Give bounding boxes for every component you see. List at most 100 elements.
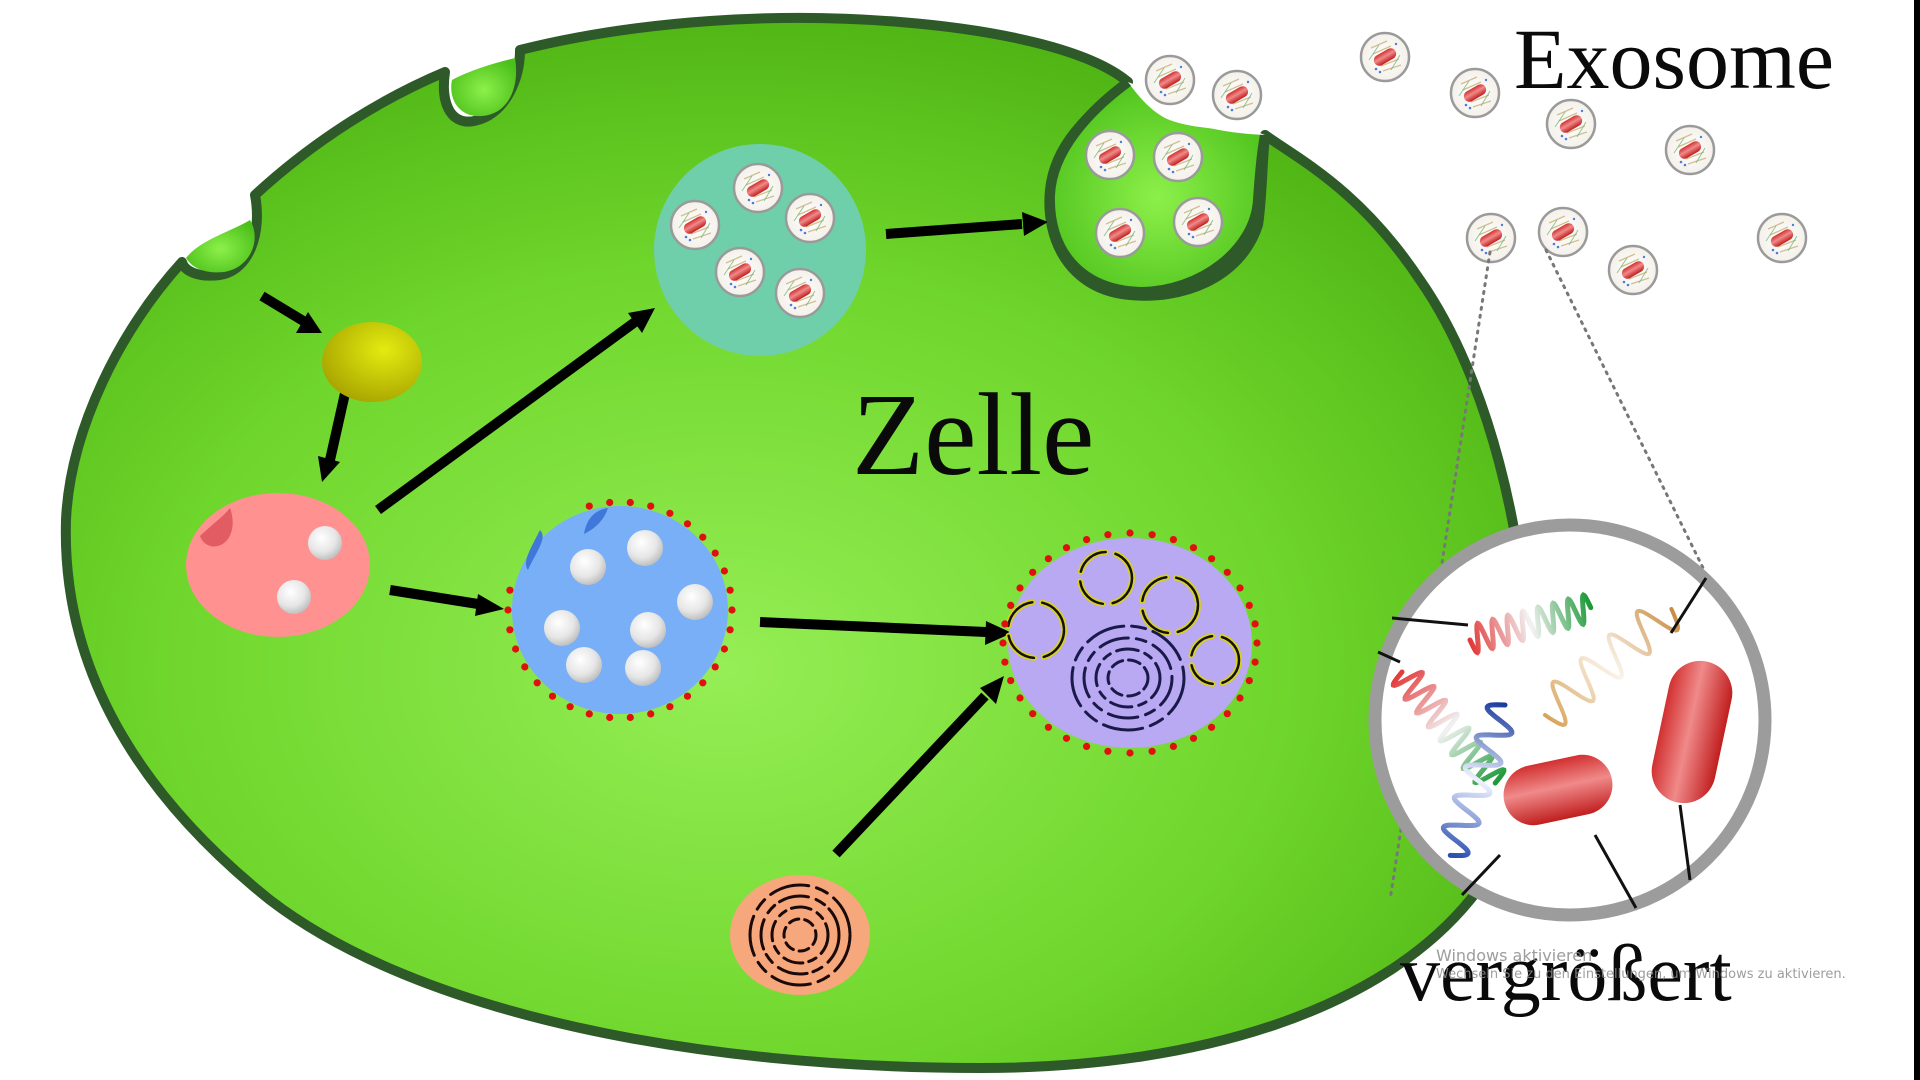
- autophagosome: [730, 875, 870, 995]
- lysosome-vesicle: [1005, 599, 1067, 661]
- protein-capsule: [1503, 660, 1733, 826]
- surface-dot: [683, 692, 692, 700]
- surface-dot: [1044, 723, 1052, 731]
- surface-dot: [1062, 544, 1071, 552]
- surface-dot: [1169, 742, 1177, 751]
- exosome: [1607, 244, 1659, 296]
- lysosome-vesicle: [1188, 633, 1242, 687]
- surface-dot: [726, 586, 734, 594]
- surface-dot: [1083, 742, 1091, 751]
- exosome: [1449, 67, 1501, 119]
- cell-label: Zelle: [852, 369, 1094, 500]
- surface-dot: [1236, 584, 1244, 592]
- surface-dot: [1001, 620, 1009, 628]
- surface-dot: [1236, 694, 1244, 702]
- arrow-autophagosome-to-lysosome: [832, 676, 1004, 858]
- surface-dot: [1007, 601, 1015, 610]
- surface-dot: [1016, 584, 1024, 592]
- surface-dot: [548, 692, 557, 700]
- surface-dot: [999, 639, 1007, 647]
- surface-dot: [606, 498, 614, 507]
- helix: [1543, 606, 1681, 727]
- late-endosome: [504, 498, 736, 722]
- surface-dot: [506, 626, 514, 634]
- surface-dot: [711, 549, 719, 557]
- early-vesicle: [322, 322, 422, 402]
- surface-dot: [1001, 658, 1009, 666]
- lysosome: [999, 529, 1261, 757]
- lysosome-membrane-whorl: [1070, 624, 1186, 732]
- screen-edge-bar: [1914, 0, 1920, 1080]
- surface-dot: [1169, 536, 1177, 544]
- surface-dot: [1126, 749, 1134, 757]
- surface-dot: [1245, 677, 1253, 685]
- exosome: [1359, 31, 1411, 83]
- endocytic-pit: [451, 58, 517, 117]
- arrow-pit-to-vesicle: [259, 291, 322, 333]
- surface-dot: [1007, 677, 1015, 685]
- surface-dot: [566, 703, 574, 711]
- surface-dot: [720, 645, 729, 653]
- lysosome-vesicle: [1139, 574, 1201, 636]
- exosome-label: Exosome: [1514, 11, 1834, 107]
- surface-dot: [1104, 747, 1112, 755]
- surface-protein-dots: [504, 498, 736, 722]
- surface-dot: [683, 520, 692, 528]
- surface-dot: [585, 710, 593, 718]
- surface-dot: [1245, 601, 1253, 610]
- lysosome-vesicle: [1077, 549, 1135, 607]
- surface-dot: [666, 509, 674, 517]
- multivesicular-body: [654, 144, 866, 356]
- surface-dot: [504, 606, 512, 614]
- surface-dot: [1189, 544, 1198, 552]
- surface-dot: [711, 663, 719, 671]
- surface-dot: [511, 645, 520, 653]
- surface-protein-dots: [999, 529, 1261, 757]
- surface-dot: [1083, 536, 1091, 544]
- nucleic-acid-helices: [1390, 592, 1681, 859]
- surface-dot: [647, 502, 655, 510]
- surface-dot: [1208, 555, 1216, 563]
- surface-dot: [1148, 747, 1156, 755]
- surface-dot: [647, 710, 655, 718]
- surface-dot: [1223, 710, 1231, 718]
- surface-dot: [1251, 620, 1259, 628]
- surface-dot: [1062, 734, 1071, 742]
- surface-dot: [720, 567, 729, 575]
- surface-dot: [1148, 531, 1156, 539]
- arrow-endosome-to-late-endosome: [389, 585, 504, 616]
- early-endosome: [186, 493, 370, 637]
- surface-dot: [1251, 658, 1259, 666]
- exosome: [1211, 69, 1263, 121]
- arrow-late-endosome-to-lysosome: [759, 617, 1012, 645]
- arrow-mvb-to-pocket: [885, 212, 1048, 239]
- surface-dot: [626, 713, 634, 722]
- surface-dot: [699, 679, 707, 687]
- surface-dot: [728, 606, 736, 614]
- surface-dot: [1029, 710, 1037, 718]
- surface-dot: [521, 663, 529, 671]
- surface-dot: [533, 679, 541, 687]
- surface-dot: [1029, 568, 1037, 576]
- surface-dot: [1189, 734, 1198, 742]
- surface-dot: [1126, 529, 1134, 537]
- exosome: [1756, 212, 1808, 264]
- surface-dot: [1208, 723, 1216, 731]
- helix: [1390, 669, 1507, 786]
- callout-lines: [1377, 577, 1708, 909]
- surface-dot: [606, 713, 614, 722]
- surface-dot: [626, 498, 634, 507]
- surface-dot: [699, 533, 707, 541]
- surface-dot: [726, 626, 734, 634]
- surface-dot: [1253, 639, 1261, 647]
- exosome: [1545, 98, 1597, 150]
- surface-dot: [1223, 568, 1231, 576]
- exosome: [1664, 124, 1716, 176]
- exosome: [1144, 54, 1196, 106]
- surface-dot: [1104, 531, 1112, 539]
- exosome: [1465, 212, 1517, 264]
- surface-dot: [1044, 555, 1052, 563]
- pathway-arrows: [259, 212, 1048, 858]
- helix: [1467, 592, 1594, 656]
